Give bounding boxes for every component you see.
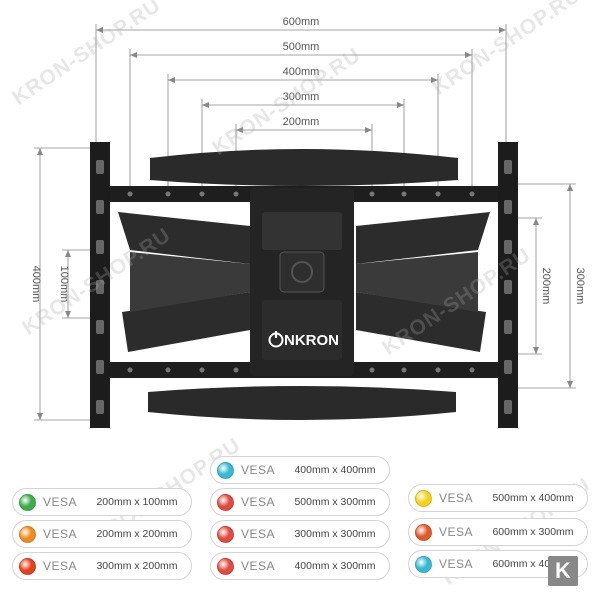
vesa-pill: VESA 200mm x 100mm: [12, 488, 192, 516]
vesa-label: VESA: [439, 557, 474, 571]
left-vertical-arrows: [37, 148, 71, 420]
vesa-size: 200mm x 100mm: [96, 496, 178, 508]
dim-label-300: 300mm: [283, 91, 320, 103]
dim-label-600: 600mm: [283, 16, 320, 28]
vesa-pill: VESA 500mm x 400mm: [408, 484, 588, 512]
dim-label-400: 400mm: [283, 66, 320, 78]
dim-label-right-300: 300mm: [574, 268, 586, 305]
dim-label-right-200: 200mm: [540, 268, 552, 305]
brand-badge: K: [548, 556, 578, 586]
dim-label-left-100: 100mm: [58, 266, 70, 303]
vesa-label: VESA: [241, 495, 276, 509]
vesa-size: 500mm x 400mm: [492, 492, 574, 504]
dimension-arrows: [96, 27, 506, 133]
dim-label-200: 200mm: [283, 116, 320, 128]
color-dot-icon: [19, 525, 36, 543]
vesa-label: VESA: [241, 527, 276, 541]
right-vertical-dimensions: [510, 183, 576, 389]
vesa-label: VESA: [241, 463, 276, 477]
vesa-label: VESA: [439, 491, 474, 505]
vesa-label: VESA: [439, 525, 474, 539]
brand-logo: NKRON: [268, 331, 339, 349]
color-dot-icon: [415, 555, 432, 573]
mount-body: [90, 142, 518, 428]
vesa-pill: VESA 400mm x 300mm: [210, 552, 390, 580]
vesa-size: 500mm x 300mm: [294, 496, 376, 508]
vesa-pill: VESA 500mm x 300mm: [210, 488, 390, 516]
left-vertical-dimensions: [34, 147, 100, 421]
right-vertical-arrows: [533, 184, 573, 388]
color-dot-icon: [415, 523, 432, 541]
vesa-size: 400mm x 300mm: [294, 560, 376, 572]
dim-label-left-400: 400mm: [30, 266, 42, 303]
vesa-label: VESA: [241, 559, 276, 573]
color-dot-icon: [19, 493, 36, 511]
vesa-pill: VESA 300mm x 300mm: [210, 520, 390, 548]
color-dot-icon: [217, 461, 234, 479]
vesa-pill: VESA 400mm x 400mm: [210, 456, 390, 484]
vesa-label: VESA: [43, 559, 78, 573]
vesa-size: 300mm x 200mm: [96, 560, 178, 572]
logo-text: NKRON: [284, 332, 339, 349]
color-dot-icon: [217, 525, 234, 543]
vesa-size: 600mm x 300mm: [492, 526, 574, 538]
color-dot-icon: [415, 489, 432, 507]
wall-mount-diagram: 600mm 500mm 400mm 300mm 200mm 400mm 100m…: [30, 16, 586, 428]
vesa-size: 400mm x 400mm: [294, 464, 376, 476]
color-dot-icon: [19, 557, 36, 575]
vesa-pill: VESA 300mm x 200mm: [12, 552, 192, 580]
vesa-pill: VESA 200mm x 200mm: [12, 520, 192, 548]
vesa-size: 200mm x 200mm: [96, 528, 178, 540]
dim-label-500: 500mm: [283, 41, 320, 53]
vesa-label: VESA: [43, 527, 78, 541]
color-dot-icon: [217, 557, 234, 575]
vesa-size: 300mm x 300mm: [294, 528, 376, 540]
vesa-label: VESA: [43, 495, 78, 509]
vesa-pill: VESA 600mm x 300mm: [408, 518, 588, 546]
color-dot-icon: [217, 493, 234, 511]
